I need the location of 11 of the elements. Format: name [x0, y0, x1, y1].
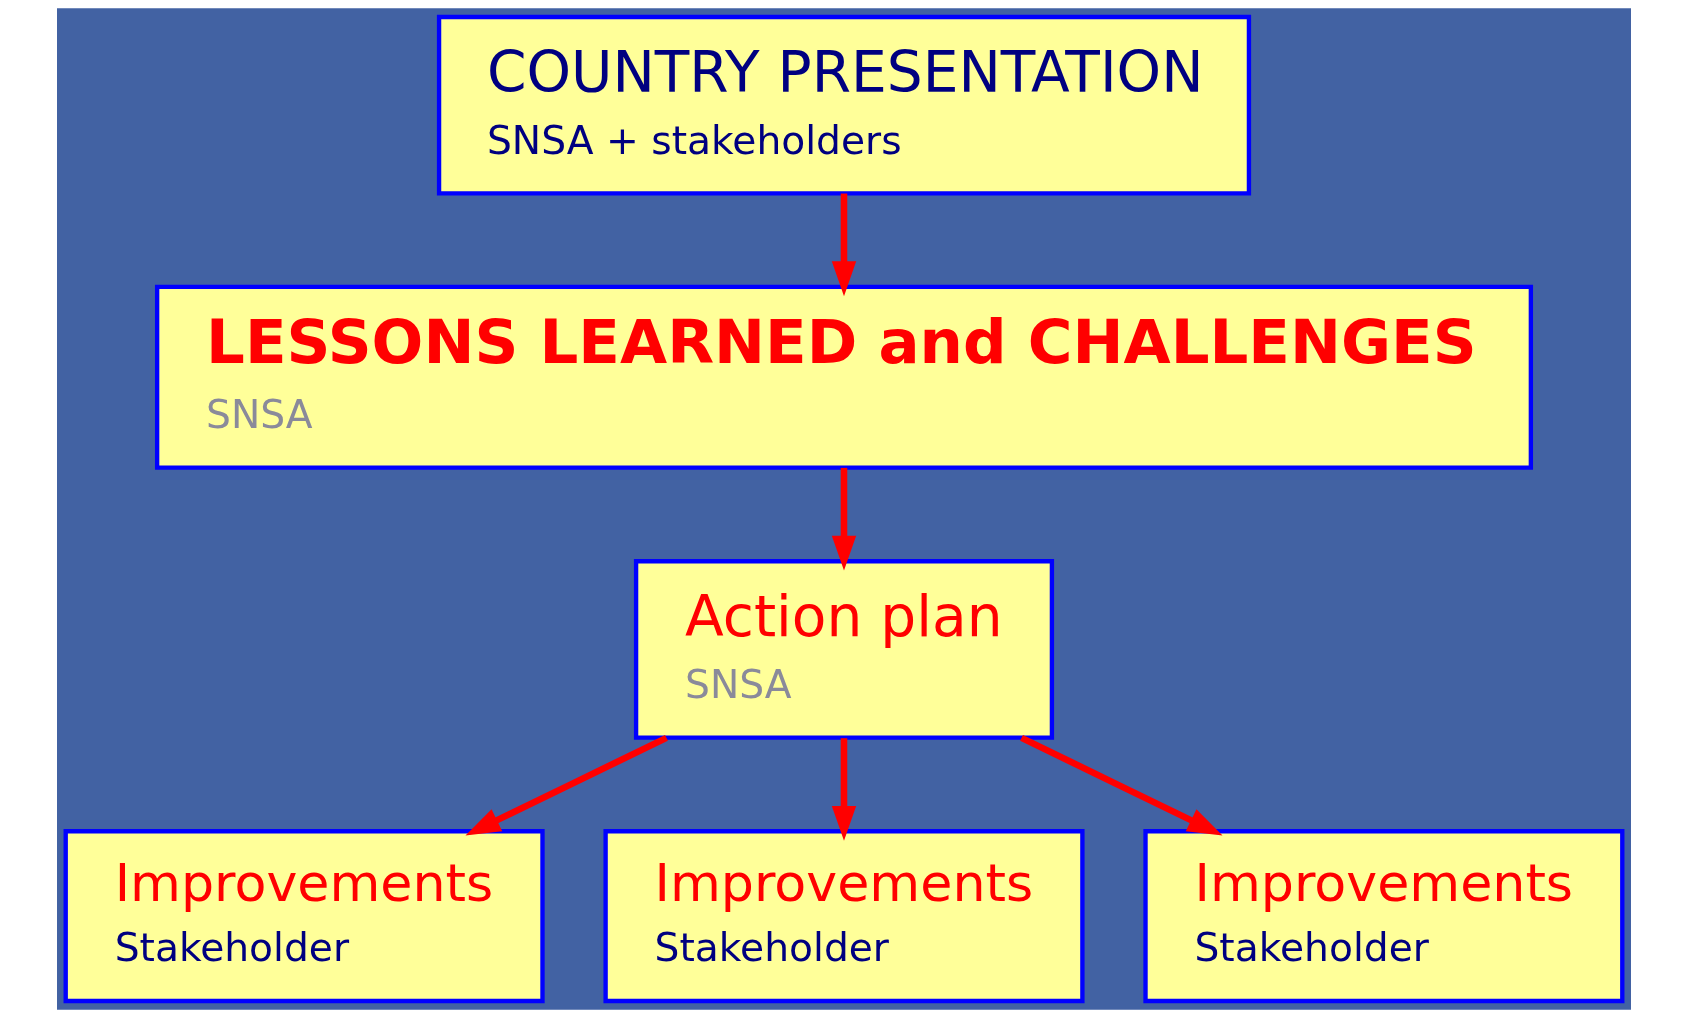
arrow [1020, 734, 1223, 836]
arrow [465, 734, 668, 836]
node-box: Improvements Stakeholder [603, 829, 1085, 1004]
node-box: LESSONS LEARNED and CHALLENGES SNSA [154, 284, 1534, 470]
node-box: Improvements Stakeholder [63, 829, 545, 1004]
node-box: Improvements Stakeholder [1143, 829, 1625, 1004]
arrow [831, 467, 857, 571]
arrow [831, 738, 857, 841]
arrow [831, 193, 857, 297]
node-box: Action plan SNSA [633, 559, 1055, 740]
node-box: COUNTRY PRESENTATION SNSA + stakeholders [436, 14, 1252, 196]
